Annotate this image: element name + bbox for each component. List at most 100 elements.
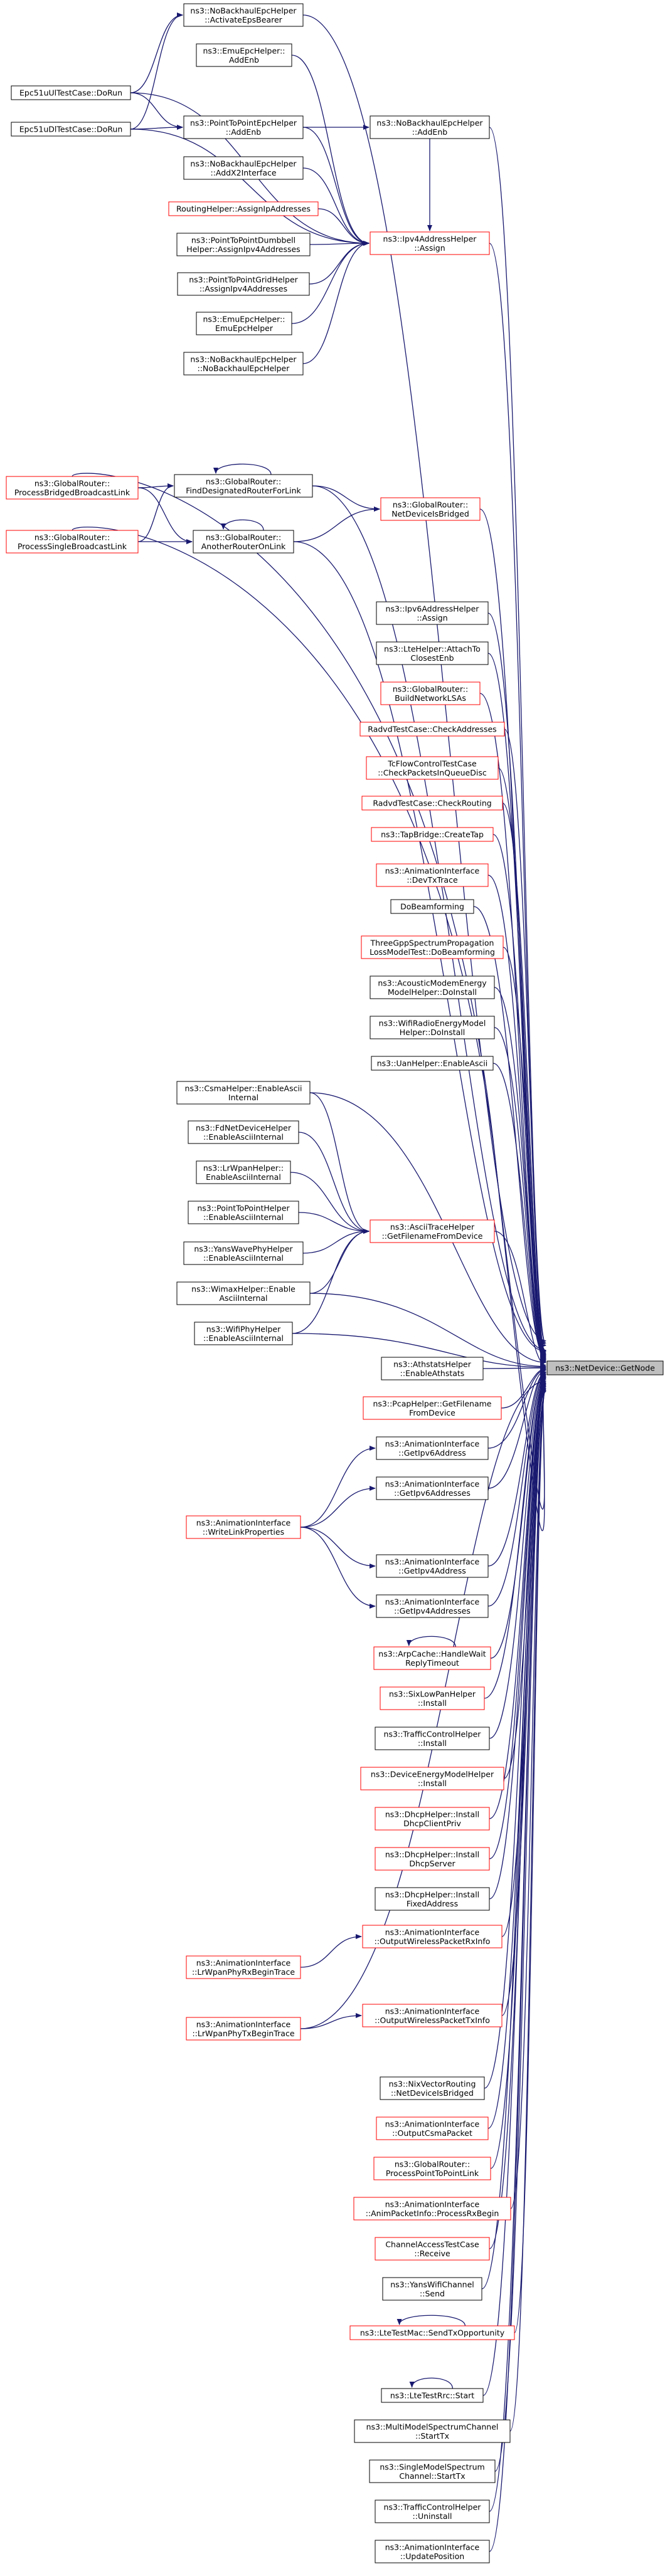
- function-node-n19[interactable]: ns3::Ipv6AddressHelper::Assign: [376, 601, 489, 625]
- function-node-n40[interactable]: ns3::AthstatsHelper::EnableAthstats: [381, 1357, 484, 1380]
- function-node-n35[interactable]: ns3::PointToPointHelper::EnableAsciiInte…: [188, 1201, 299, 1224]
- function-node-n29[interactable]: ns3::AcousticModemEnergyModelHelper::DoI…: [370, 975, 495, 999]
- function-node-n26[interactable]: ns3::AnimationInterface::DevTxTrace: [376, 863, 489, 887]
- function-node-n58[interactable]: ns3::NixVectorRouting::NetDeviceIsBridge…: [380, 2076, 485, 2100]
- node-label-line: ns3::AsciiTraceHelper: [390, 1222, 475, 1231]
- function-node-n44[interactable]: ns3::AnimationInterface::WriteLinkProper…: [186, 1515, 301, 1539]
- call-edge-n44-n43: [300, 1486, 376, 1528]
- node-box: [375, 1887, 490, 1911]
- function-node-n14[interactable]: ns3::GlobalRouter::ProcessBridgedBroadca…: [6, 476, 139, 500]
- function-node-n49[interactable]: ns3::TrafficControlHelper::Install: [375, 1727, 490, 1750]
- function-node-n43[interactable]: ns3::AnimationInterface::GetIpv6Addresse…: [376, 1476, 489, 1500]
- function-node-n31[interactable]: ns3::UanHelper::EnableAscii: [371, 1056, 494, 1071]
- function-node-n9[interactable]: ns3::Ipv4AddressHelper::Assign: [370, 231, 490, 255]
- node-box: [363, 1396, 502, 1420]
- function-node-n4[interactable]: ns3::PointToPointEpcHelper::AddEnb: [183, 115, 304, 139]
- node-label-line: ns3::EmuEpcHelper::: [203, 46, 285, 55]
- function-node-n1[interactable]: ns3::NoBackhaulEpcHelper::ActivateEpsBea…: [183, 3, 304, 27]
- node-label-line: ns3::AnimationInterface: [385, 1479, 480, 1488]
- node-label-line: ::GetIpv6Address: [398, 1448, 466, 1458]
- node-label-line: ::EnableAsciiInternal: [203, 1333, 284, 1343]
- function-node-n3[interactable]: Epc51uUlTestCase::DoRun: [11, 85, 131, 100]
- node-box: [6, 530, 139, 554]
- self-loop-edge-n15: [213, 463, 272, 475]
- function-node-n5[interactable]: ns3::NoBackhaulEpcHelper::AddEnb: [370, 115, 490, 139]
- function-node-n30[interactable]: ns3::WifiRadioEnergyModelHelper::DoInsta…: [370, 1016, 495, 1039]
- self-loop-edge-n47: [406, 1636, 456, 1648]
- node-label-line: ::AddEnb: [226, 127, 261, 137]
- function-node-n55[interactable]: ns3::AnimationInterface::LrWpanPhyRxBegi…: [186, 1955, 301, 1979]
- node-label-line: ns3::PointToPointDumbbell: [191, 235, 295, 244]
- call-edge-n4-n9: [302, 127, 370, 246]
- call-edge-n25-getnode: [492, 834, 546, 1360]
- function-node-n25[interactable]: ns3::TapBridge::CreateTap: [371, 827, 494, 842]
- function-node-n33[interactable]: ns3::FdNetDeviceHelper::EnableAsciiInter…: [188, 1120, 299, 1144]
- function-node-n7[interactable]: ns3::NoBackhaulEpcHelper::AddX2Interface: [183, 156, 304, 180]
- function-node-n63[interactable]: ns3::YansWifiChannel::Send: [382, 2277, 482, 2301]
- node-label-line: AddEnb: [229, 55, 259, 65]
- function-node-n16[interactable]: ns3::GlobalRouter::NetDeviceIsBridged: [380, 497, 481, 521]
- function-node-n12[interactable]: ns3::EmuEpcHelper::EmuEpcHelper: [196, 312, 292, 335]
- function-node-n69[interactable]: ns3::AnimationInterface::UpdatePosition: [375, 2540, 490, 2563]
- node-label-line: ::Assign: [417, 613, 447, 623]
- function-node-n65[interactable]: ns3::LteTestRrc::Start: [381, 2388, 484, 2403]
- function-node-n56[interactable]: ns3::AnimationInterface::OutputWirelessP…: [362, 2004, 503, 2027]
- function-node-n41[interactable]: ns3::PcapHelper::GetFilenameFromDevice: [363, 1396, 502, 1420]
- node-box: [370, 1219, 495, 1243]
- function-node-n48[interactable]: ns3::SixLowPanHelper::Install: [380, 1686, 485, 1710]
- function-node-n50[interactable]: ns3::DeviceEnergyModelHelper::Install: [360, 1767, 504, 1790]
- function-node-n32[interactable]: ns3::CsmaHelper::EnableAsciiInternal: [176, 1081, 311, 1105]
- function-node-n34[interactable]: ns3::LrWpanHelper::EnableAsciiInternal: [196, 1160, 291, 1184]
- function-node-n64[interactable]: ns3::LteTestMac::SendTxOpportunity: [349, 2325, 515, 2340]
- node-label-line: ::Assign: [414, 243, 445, 253]
- function-node-n27[interactable]: DoBeamforming: [390, 899, 474, 914]
- function-node-n42[interactable]: ns3::AnimationInterface::GetIpv6Address: [376, 1436, 489, 1460]
- function-node-n54[interactable]: ns3::AnimationInterface::OutputWirelessP…: [362, 1925, 503, 1948]
- focus-node-getnode[interactable]: ns3::NetDevice::GetNode: [546, 1360, 664, 1375]
- node-box: [186, 1515, 301, 1539]
- function-node-n68[interactable]: ns3::TrafficControlHelper::Uninstall: [375, 2500, 490, 2523]
- function-node-n24[interactable]: RadvdTestCase::CheckRouting: [361, 796, 503, 811]
- function-node-n38[interactable]: ns3::WimaxHelper::EnableAsciiInternal: [176, 1281, 311, 1305]
- function-node-n23[interactable]: TcFlowControlTestCase::CheckPacketsInQue…: [366, 756, 499, 780]
- function-node-n8[interactable]: RoutingHelper::AssignIpAddresses: [168, 201, 319, 216]
- function-node-n15[interactable]: ns3::GlobalRouter::FindDesignatedRouterF…: [174, 474, 313, 498]
- function-node-n45[interactable]: ns3::AnimationInterface::GetIpv4Address: [376, 1554, 489, 1578]
- function-node-n37[interactable]: ns3::YansWavePhyHelper::EnableAsciiInter…: [183, 1241, 304, 1265]
- function-node-n59[interactable]: ns3::AnimationInterface::OutputCsmaPacke…: [376, 2116, 489, 2140]
- function-node-n46[interactable]: ns3::AnimationInterface::GetIpv4Addresse…: [376, 1594, 489, 1618]
- node-box: [177, 272, 310, 296]
- function-node-n6[interactable]: Epc51uDlTestCase::DoRun: [11, 122, 131, 137]
- function-node-n66[interactable]: ns3::MultiModelSpectrumChannel::StartTx: [354, 2419, 511, 2443]
- function-node-n11[interactable]: ns3::PointToPointGridHelper::AssignIpv4A…: [177, 272, 310, 296]
- node-box: [373, 1646, 491, 1670]
- node-box: [176, 1281, 311, 1305]
- function-node-n60[interactable]: ns3::GlobalRouter::ProcessPointToPointLi…: [373, 2157, 491, 2180]
- node-box: [376, 863, 489, 887]
- call-edge-n37-n36: [302, 1229, 370, 1254]
- function-node-n2[interactable]: ns3::EmuEpcHelper::AddEnb: [196, 43, 292, 67]
- function-node-n28[interactable]: ThreeGppSpectrumPropagationLossModelTest…: [361, 935, 504, 959]
- call-edge-n45-getnode: [487, 1369, 546, 1567]
- function-node-n10[interactable]: ns3::PointToPointDumbbellHelper::AssignI…: [176, 233, 311, 256]
- call-edge-n22-getnode: [504, 728, 546, 1358]
- node-box: [168, 201, 319, 216]
- function-node-n13[interactable]: ns3::NoBackhaulEpcHelper::NoBackhaulEpcH…: [183, 352, 304, 376]
- function-node-n36[interactable]: ns3::AsciiTraceHelper::GetFilenameFromDe…: [370, 1219, 495, 1243]
- function-node-n22[interactable]: RadvdTestCase::CheckAddresses: [359, 722, 505, 737]
- function-node-n62[interactable]: ChannelAccessTestCase::Receive: [375, 2237, 490, 2261]
- function-node-n18[interactable]: ns3::GlobalRouter::AnotherRouterOnLink: [193, 530, 294, 554]
- function-node-n39[interactable]: ns3::WifiPhyHelper::EnableAsciiInternal: [194, 1322, 293, 1345]
- function-node-n21[interactable]: ns3::GlobalRouter::BuildNetworkLSAs: [380, 681, 481, 705]
- node-label-line: ModelHelper::DoInstall: [388, 987, 477, 997]
- node-label-line: FindDesignatedRouterForLink: [186, 486, 301, 495]
- function-node-n61[interactable]: ns3::AnimationInterface::AnimPacketInfo:…: [353, 2197, 511, 2221]
- function-node-n57[interactable]: ns3::AnimationInterface::LrWpanPhyTxBegi…: [186, 2017, 301, 2041]
- function-node-n17[interactable]: ns3::GlobalRouter::ProcessSingleBroadcas…: [6, 530, 139, 554]
